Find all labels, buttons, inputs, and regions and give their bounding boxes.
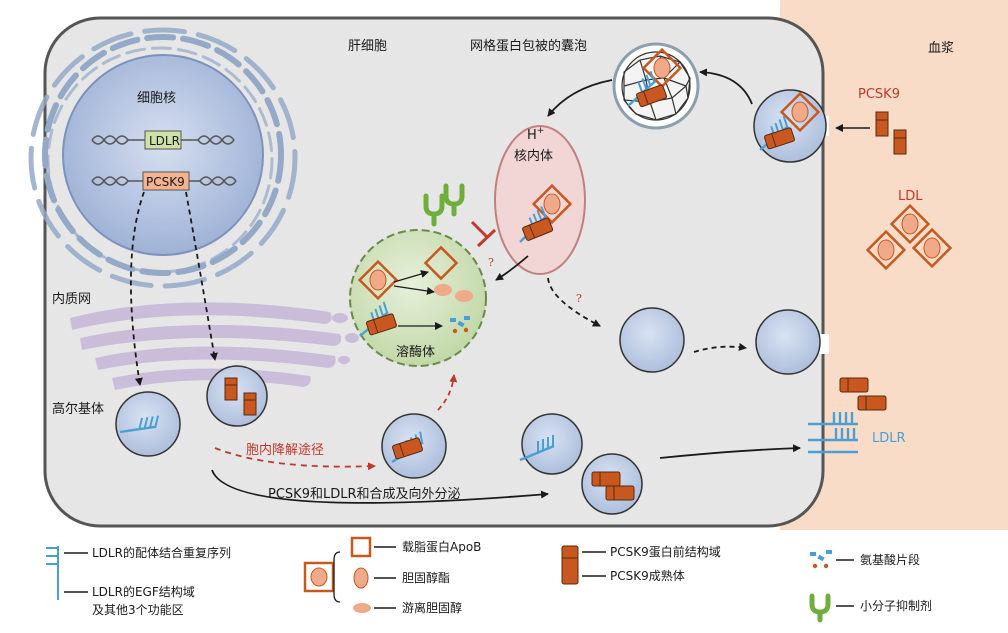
vesicle-recycling-1 [619,307,685,373]
arrow-endosome-recycling [547,277,601,327]
arrow-to-clathrin-vesicle [699,68,753,105]
secreted-pcsk9 [839,377,869,393]
dna-ldlr [91,130,235,150]
lysosome-label: 溶酶体 [396,344,435,360]
arrow-intracellular-path [214,447,376,471]
legend-cholesteryl-ester: 胆固醇酯 [402,570,450,585]
vesicle-recycling-2 [755,309,821,375]
plasma-pcsk9-protein [875,111,907,155]
legend-small-molecule: 小分子抑制剂 [860,598,932,613]
legend-free-cholesterol: 游离胆固醇 [402,600,462,615]
legend-amino-acid: 氨基酸片段 [860,552,920,567]
arrow-pcsk9-synthesis [185,191,218,361]
pcsk9-protein [605,485,635,501]
arrow-to-lysosome [437,374,458,411]
legend-ldl-particle-icon [303,536,372,613]
legend-ldlr-egf-2: 及其他3个功能区 [92,603,184,617]
gene-pcsk9-label: PCSK9 [146,175,185,189]
arrow-secretion-path [211,469,549,504]
legend-ldlr-egf-1: LDLR的EGF结构域 [92,584,195,599]
legend-ldlr-ligand: LDLR的配体结合重复序列 [92,545,231,560]
er-label: 内质网 [52,291,91,307]
endosome [494,125,586,275]
clathrin-vesicle-label: 网格蛋白包被的囊泡 [470,38,587,54]
question-mark-2: ? [576,292,582,305]
pcsk9-protein [224,377,257,416]
inhibition-marker [470,220,497,248]
legend-apob: 载脂蛋白ApoB [402,539,481,554]
nucleus-label: 细胞核 [137,91,176,106]
arrow-endosome-to-lysosome [495,255,529,281]
lysosome [349,229,487,367]
legend-pcsk9-pro: PCSK9蛋白前结构域 [610,544,721,559]
question-mark-1: ? [488,256,494,269]
hepatocyte-label: 肝细胞 [348,39,387,54]
legend-amino-acid-icon [810,550,832,569]
legend-pcsk9-icon [561,545,579,585]
arrow-secretion-out [659,444,801,459]
endosome-label: 核内体 [514,148,553,164]
arrow-ldlr-synthesis [130,191,145,386]
arrow-recycling [693,342,747,353]
plasma-ldl-label: LDL [898,189,923,204]
secreted-pcsk9 [857,395,887,411]
dna-pcsk9 [91,171,237,191]
vesicle-membrane-top [753,89,827,163]
legend-inhibitor-icon [809,593,831,623]
vesicle-ldlr-golgi [115,391,181,457]
legend-pcsk9-mature: PCSK9成熟体 [610,568,685,583]
secretion-path-label: PCSK9和LDLR和合成及向外分泌 [268,486,461,502]
intracellular-path-label: 胞内降解途径 [246,442,324,458]
secreted-ldlr [808,412,858,454]
pcsk9-protein [591,471,621,487]
golgi-label: 高尔基体 [52,401,104,417]
small-molecule-inhibitor [423,183,465,227]
legend: LDLR的配体结合重复序列 LDLR的EGF结构域 及其他3个功能区 载脂蛋白A… [46,536,932,623]
endosome-h-label: H+ [527,126,544,143]
plasma-label: 血浆 [928,41,954,56]
gene-ldlr-label: LDLR [149,134,180,148]
lysosome-contents [351,245,473,338]
legend-ldlr-ligand-icon [46,546,59,600]
plasma-ldlr-label: LDLR [872,431,906,446]
er-rings [28,27,298,289]
nucleus [62,54,264,256]
plasma-pcsk9-label: PCSK9 [858,87,900,102]
arrow-to-endosome [547,79,613,117]
